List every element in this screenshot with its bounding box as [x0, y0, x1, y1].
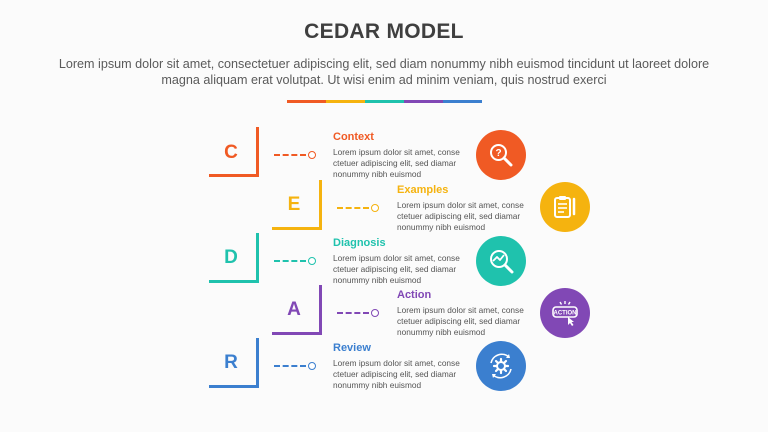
row-examples: E Examples Lorem ipsum dolor sit amet, c… [0, 180, 768, 240]
letter-d: D [224, 247, 238, 268]
letter-e: E [287, 194, 301, 215]
question-search-icon: ? [490, 144, 513, 167]
heading-context: Context [333, 131, 374, 143]
body-action: Lorem ipsum dolor sit amet, conse ctetue… [397, 305, 524, 337]
page-subtitle: Lorem ipsum dolor sit amet, consectetuer… [58, 57, 710, 87]
connector-dot [308, 257, 316, 265]
letter-r: R [224, 352, 238, 373]
gear-refresh-icon [490, 353, 512, 379]
connector-dot [371, 309, 379, 317]
connector-dash [274, 154, 306, 156]
color-bar-segment [404, 100, 443, 103]
color-bar-segment [287, 100, 326, 103]
connector [337, 309, 381, 317]
connector-dot [308, 362, 316, 370]
heading-examples: Examples [397, 184, 449, 196]
connector-dash [274, 365, 306, 367]
letter-c: C [224, 142, 238, 163]
bracket [209, 338, 259, 388]
circle-review [476, 341, 526, 391]
color-bar-segment [443, 100, 482, 103]
page-title: CEDAR MODEL [304, 20, 464, 43]
bracket [209, 233, 259, 283]
color-bar [287, 100, 482, 103]
chart-magnifier-icon [490, 250, 514, 274]
heading-action: Action [397, 289, 432, 301]
connector [274, 151, 318, 159]
connector [337, 204, 381, 212]
connector-dash [337, 312, 369, 314]
circle-diagnosis [476, 236, 526, 286]
row-context: C Context Lorem ipsum dolor sit amet, co… [0, 127, 768, 187]
circle-context: ? [476, 130, 526, 180]
letter-a: A [287, 299, 301, 320]
action-click-icon: ACTION [552, 301, 578, 326]
bracket [272, 285, 322, 335]
connector-dash [274, 260, 306, 262]
row-action: A Action Lorem ipsum dolor sit amet, con… [0, 285, 768, 345]
svg-text:?: ? [495, 148, 501, 159]
connector [274, 257, 318, 265]
body-context: Lorem ipsum dolor sit amet, conse ctetue… [333, 147, 460, 179]
bracket [209, 127, 259, 177]
circle-action: ACTION [540, 288, 590, 338]
circle-examples [540, 182, 590, 232]
clipboard-pen-icon [554, 196, 576, 218]
heading-review: Review [333, 342, 371, 354]
body-diagnosis: Lorem ipsum dolor sit amet, conse ctetue… [333, 253, 460, 285]
color-bar-segment [365, 100, 404, 103]
bracket [272, 180, 322, 230]
connector [274, 362, 318, 370]
action-icon-label: ACTION [554, 311, 577, 317]
connector-dot [308, 151, 316, 159]
body-review: Lorem ipsum dolor sit amet, conse ctetue… [333, 358, 460, 390]
color-bar-segment [326, 100, 365, 103]
row-diagnosis: D Diagnosis Lorem ipsum dolor sit amet, … [0, 233, 768, 293]
connector-dot [371, 204, 379, 212]
body-examples: Lorem ipsum dolor sit amet, conse ctetue… [397, 200, 524, 232]
heading-diagnosis: Diagnosis [333, 237, 386, 249]
row-review: R Review Lorem ipsum dolor sit amet, con… [0, 338, 768, 398]
connector-dash [337, 207, 369, 209]
